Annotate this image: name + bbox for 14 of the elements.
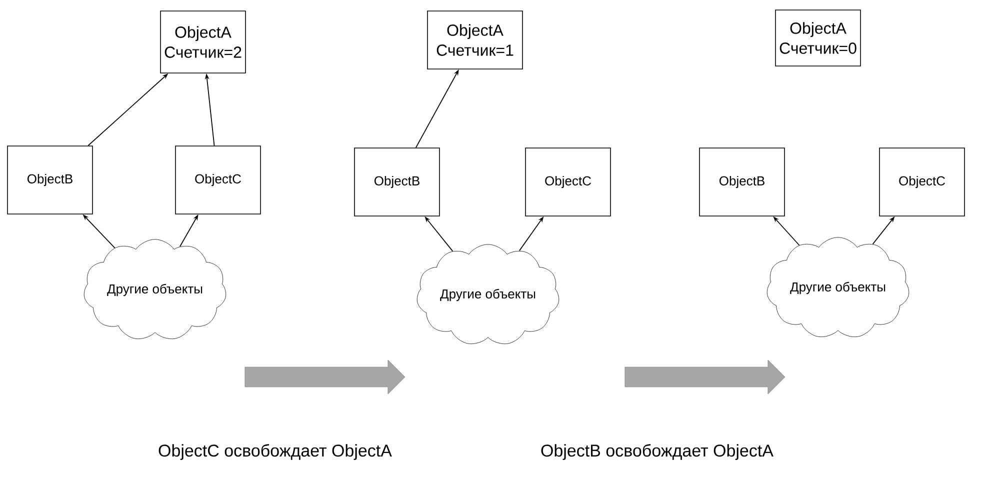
object-box: ObjectB bbox=[354, 148, 440, 216]
object-box: ObjectA Счетчик=1 bbox=[427, 10, 523, 70]
object-box: ObjectC bbox=[175, 146, 261, 214]
object-box: ObjectA Счетчик=2 bbox=[160, 10, 246, 74]
object-box: ObjectA Счетчик=0 bbox=[775, 10, 861, 66]
cloud-node: Другие объекты bbox=[766, 237, 910, 338]
caption-text: ObjectC освобождает ObjectA bbox=[158, 444, 392, 460]
cloud-node: Другие объекты bbox=[84, 239, 226, 340]
object-box: ObjectB bbox=[7, 146, 93, 214]
cloud-node: Другие объекты bbox=[416, 244, 560, 344]
object-box: ObjectC bbox=[525, 148, 611, 216]
caption-text: ObjectB освобождает ObjectA bbox=[541, 444, 774, 460]
object-box: ObjectB bbox=[699, 148, 785, 216]
object-box: ObjectC bbox=[879, 148, 965, 216]
